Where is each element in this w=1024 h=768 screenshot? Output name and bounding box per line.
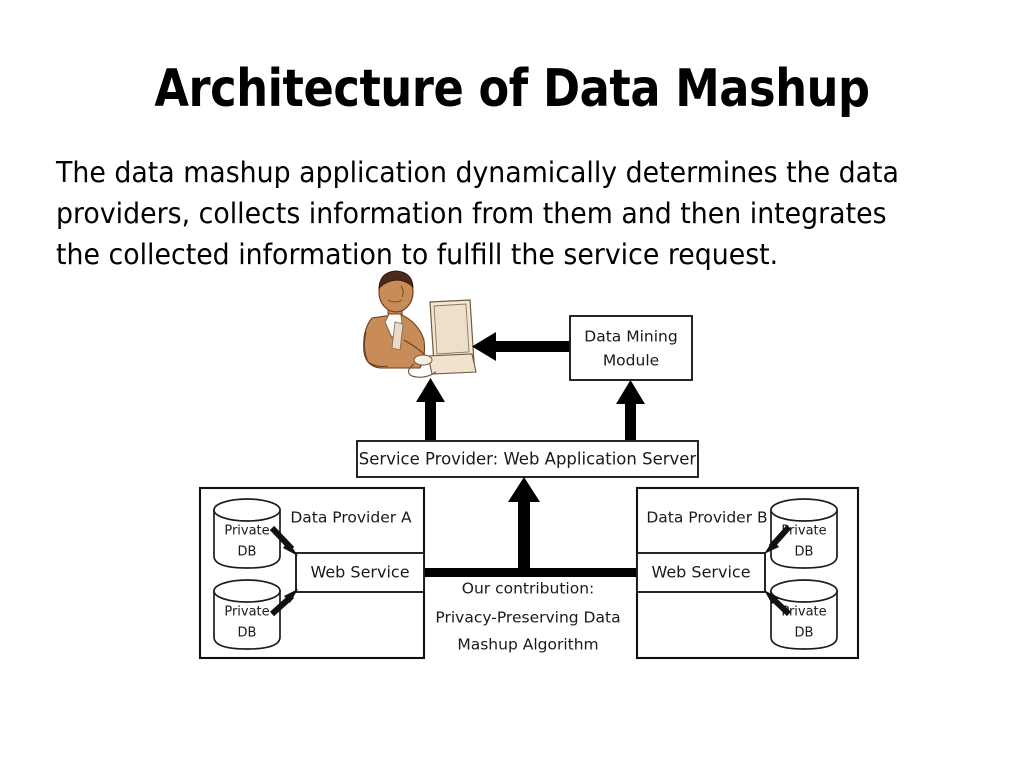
arrow-provider-to-user <box>416 378 445 440</box>
arrow-webservice-to-db-b2 <box>764 590 792 617</box>
contribution-label: Our contribution: Privacy-Preserving Dat… <box>435 580 620 654</box>
arrow-contribution-to-provider <box>508 477 540 575</box>
page-title: Architecture of Data Mashup <box>154 59 870 119</box>
private-db-a-1-line1: Private <box>224 524 269 539</box>
slide-body-text: The data mashup application dynamically … <box>56 156 899 271</box>
arrow-webservice-to-db-b1 <box>764 524 792 554</box>
private-db-b-1[interactable]: Private DB <box>770 498 838 569</box>
private-db-a-2-line1: Private <box>224 605 269 620</box>
arrow-db-a2-to-webservice <box>269 589 298 617</box>
connector-bar-webservices <box>424 568 637 577</box>
arrow-db-a1-to-webservice <box>269 525 298 556</box>
private-db-a-1[interactable]: Private DB <box>213 498 281 569</box>
private-db-b-1-line2: DB <box>795 545 814 560</box>
data-mining-module-line1: Data Mining <box>584 328 677 346</box>
service-provider-bar[interactable]: Service Provider: Web Application Server <box>356 440 699 478</box>
user-at-computer-icon <box>363 270 477 378</box>
web-service-b-label: Web Service <box>651 563 750 582</box>
data-provider-b-group[interactable]: Data Provider B Web Service Private DB <box>635 486 860 660</box>
private-db-a-2[interactable]: Private DB <box>213 579 281 650</box>
data-provider-b-title: Data Provider B <box>646 509 767 527</box>
private-db-b-2-line2: DB <box>795 626 814 641</box>
data-mining-module-box[interactable]: Data Mining Module <box>569 315 693 381</box>
web-service-a-box[interactable]: Web Service <box>295 552 425 593</box>
web-service-b-box[interactable]: Web Service <box>636 552 766 593</box>
contribution-line2: Privacy-Preserving Data <box>435 609 620 627</box>
private-db-a-2-line2: DB <box>238 626 257 641</box>
private-db-a-1-line2: DB <box>238 545 257 560</box>
arrow-mining-to-user <box>472 332 570 361</box>
private-db-b-1-line1: Private <box>781 524 826 539</box>
data-provider-a-title: Data Provider A <box>290 509 412 527</box>
service-provider-label: Service Provider: Web Application Server <box>359 450 697 469</box>
data-mining-module-line2: Module <box>603 352 659 370</box>
private-db-b-2[interactable]: Private DB <box>770 579 838 650</box>
contribution-line3: Mashup Algorithm <box>457 636 598 654</box>
arrow-provider-to-mining <box>616 380 645 440</box>
private-db-b-2-line1: Private <box>781 605 826 620</box>
contribution-line1: Our contribution: <box>462 580 594 598</box>
web-service-a-label: Web Service <box>310 563 409 582</box>
data-provider-a-group[interactable]: Data Provider A Web Service Private DB <box>198 486 426 660</box>
